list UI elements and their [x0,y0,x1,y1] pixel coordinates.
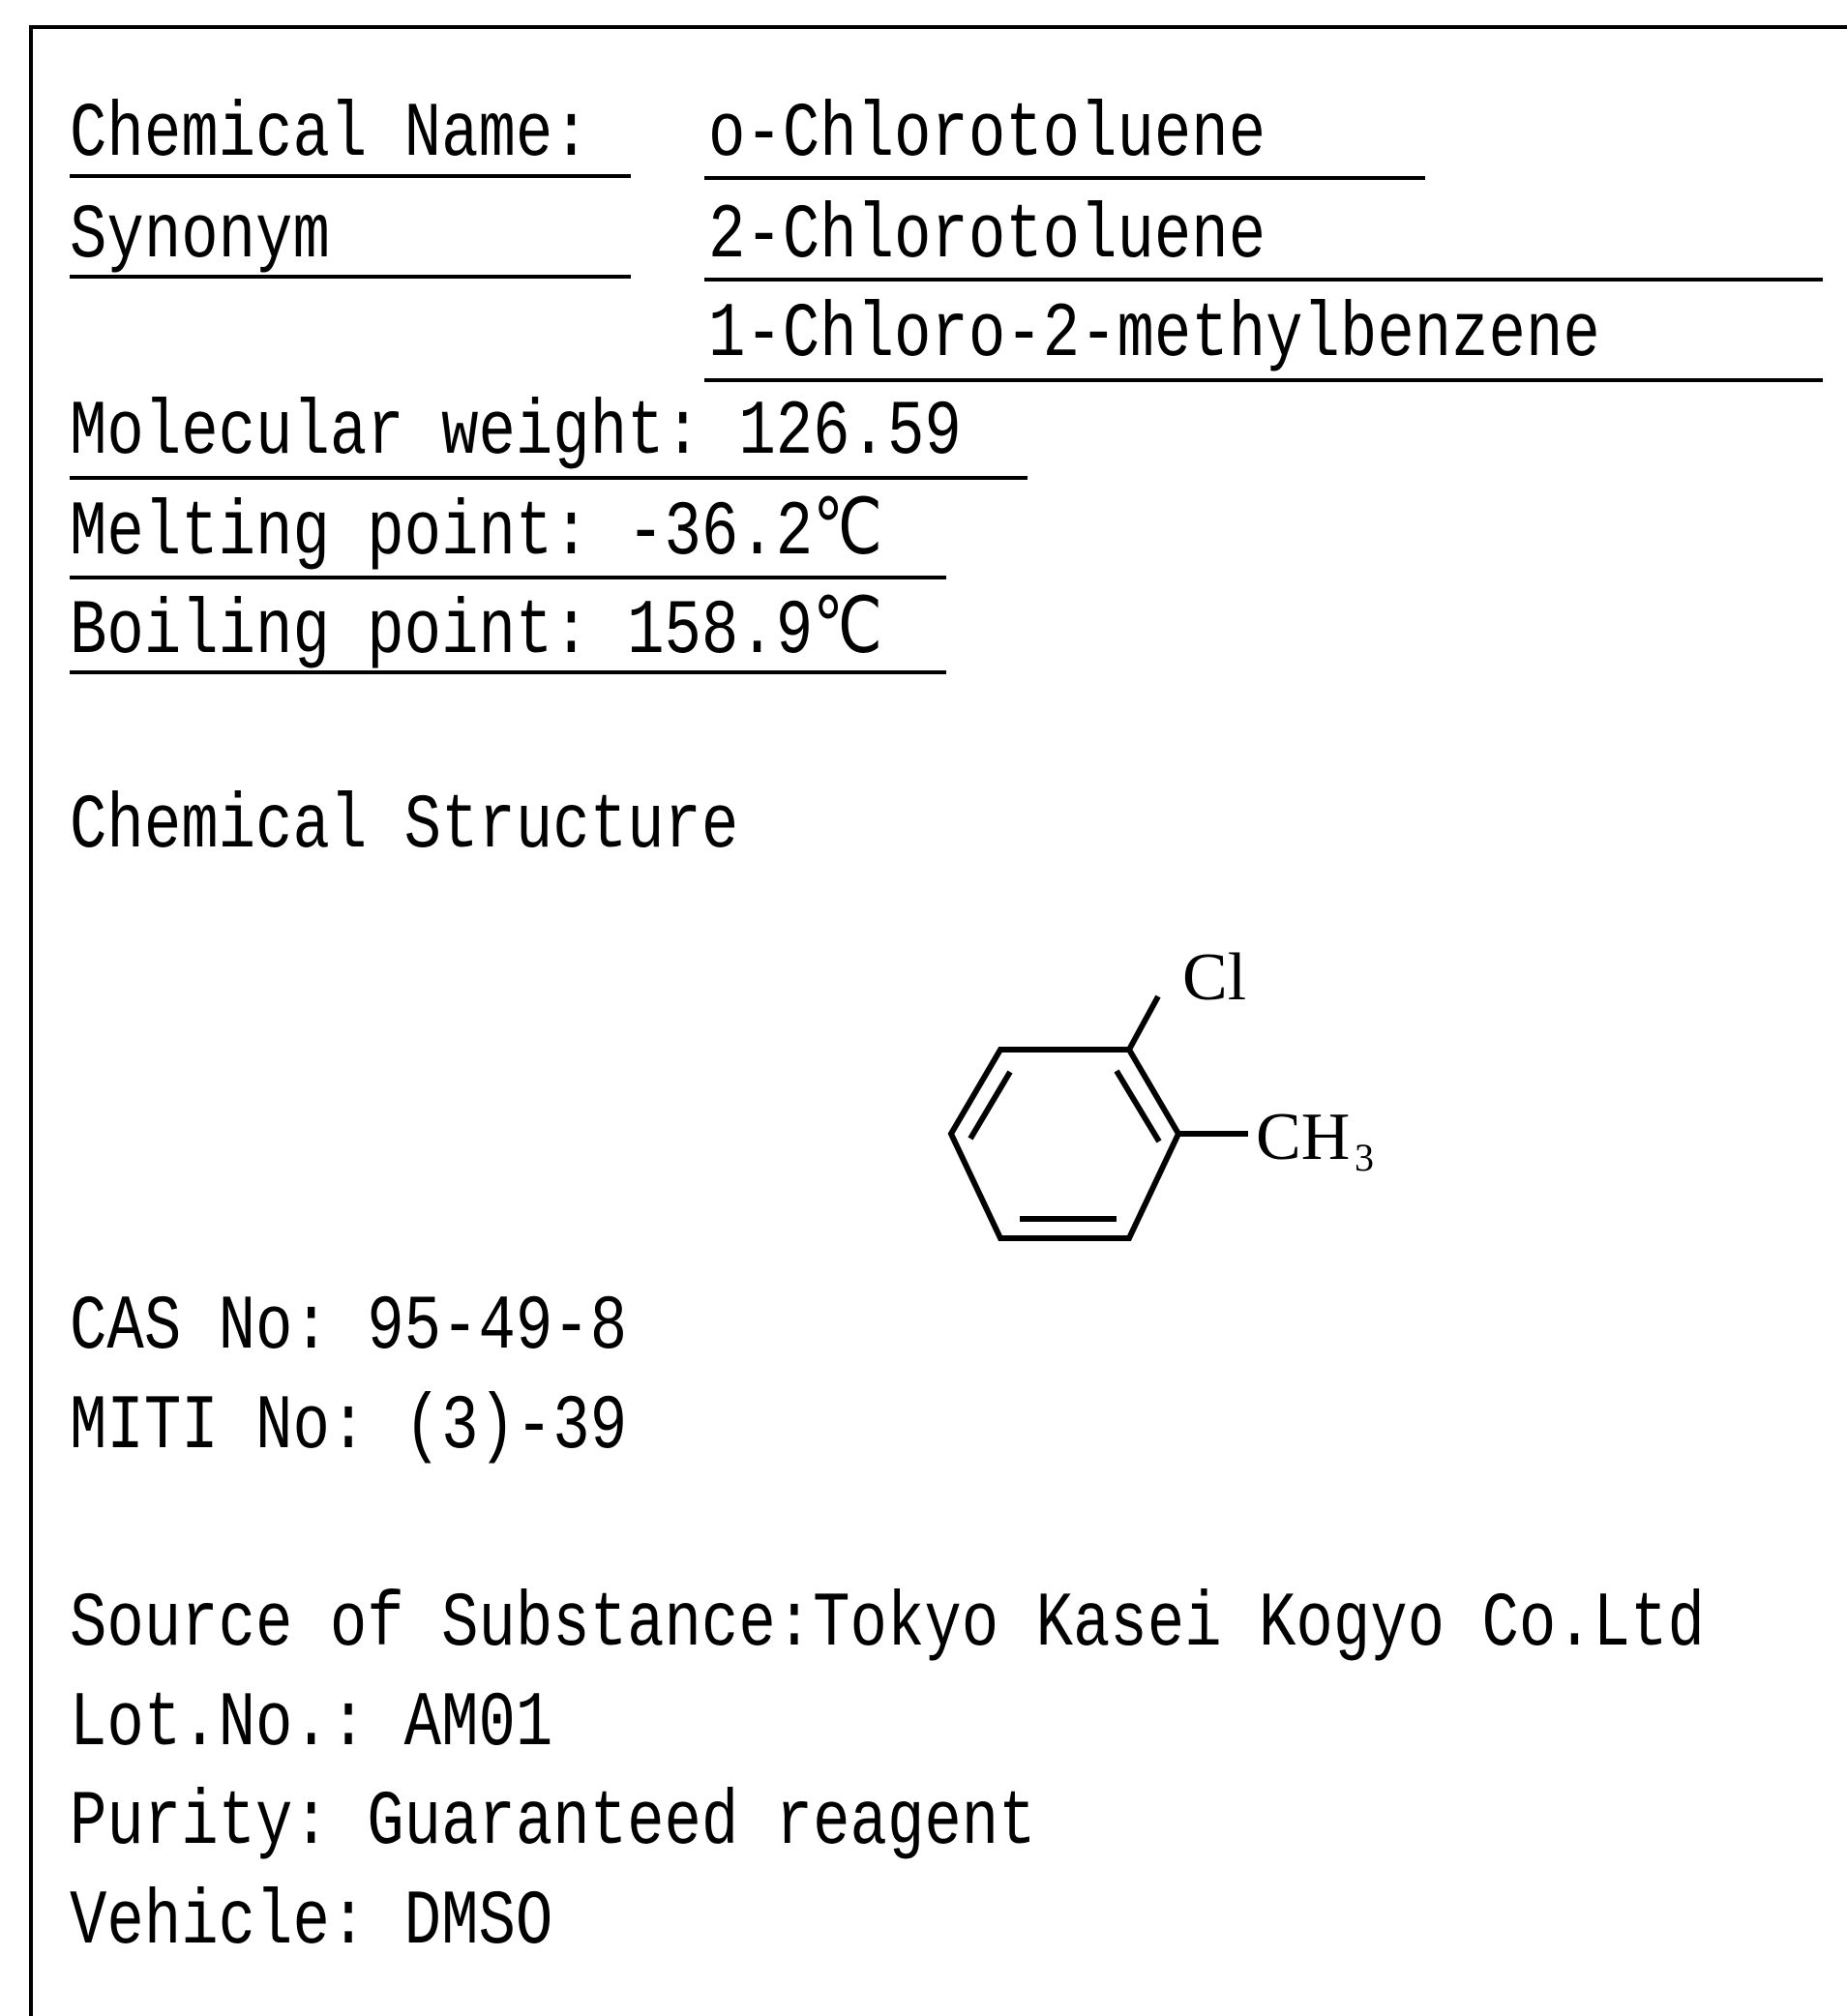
ring-double-bond-left [968,1070,1013,1141]
ring-double-bond-right [1114,1069,1162,1143]
source-of-substance: Source of Substance:Tokyo Kasei Kogyo Co… [70,1581,1705,1669]
methyl-label: CH [1256,1100,1350,1174]
molecular-weight-underline [70,476,1028,480]
chlorine-label: Cl [1182,948,1246,1015]
synonym-2-underline [704,378,1823,382]
cas-number: CAS No: 95-49-8 [70,1284,628,1372]
chemical-structure-diagram: Cl CH 3 [929,940,1471,1267]
bond-to-chlorine [1126,994,1161,1052]
frame-top-border [29,25,1847,29]
synonym-1: 2-Chlorotoluene [708,193,1266,281]
boiling-point: Boiling point: 158.9℃ [70,588,882,676]
synonym-2: 1-Chloro-2-methylbenzene [708,291,1600,379]
benzene-ring-outline [947,1047,1182,1241]
chemical-name-value-underline [704,176,1425,180]
lot-number: Lot.No.: AM01 [70,1680,553,1768]
molecular-weight: Molecular weight: 126.59 [70,389,962,477]
vehicle: Vehicle: DMSO [70,1879,553,1967]
chemical-name-label: Chemical Name: [70,91,590,179]
benzene-ring [947,994,1248,1241]
synonym-label: Synonym [70,193,330,281]
melting-point: Melting point: -36.2℃ [70,489,882,578]
chemical-name-value: o-Chlorotoluene [708,91,1266,179]
miti-number: MITI No: (3)-39 [70,1383,628,1471]
benzene-ring-structure: Cl CH 3 [947,940,1374,1241]
synonym-1-underline [704,278,1823,282]
chemical-structure-heading: Chemical Structure [70,783,739,871]
methyl-subscript: 3 [1355,1136,1374,1179]
frame-left-border [29,25,33,2016]
melting-point-underline [70,576,946,579]
synonym-label-underline [70,275,631,279]
chemical-name-label-underline [70,174,631,178]
purity: Purity: Guaranteed reagent [70,1779,1036,1867]
boiling-point-underline [70,670,946,674]
